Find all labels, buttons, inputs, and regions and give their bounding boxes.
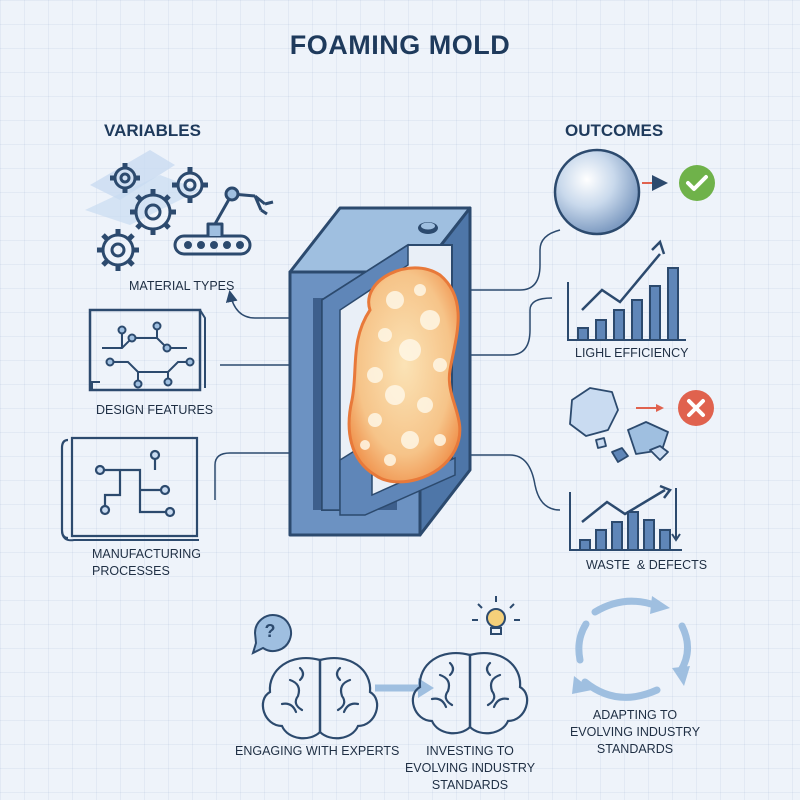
cross-icon (678, 390, 714, 426)
gear-teeth (97, 163, 208, 271)
gears-illustration (85, 150, 274, 271)
brain-icon (261, 657, 379, 740)
brain-icon (411, 652, 529, 735)
waste-defects-label: WASTE & DEFECTS (586, 558, 708, 572)
outcomes-heading: OUTCOMES (565, 121, 664, 140)
foaming-mold-illustration (288, 206, 472, 537)
connector-lines (214, 229, 561, 511)
manufacturing-processes-label: MANUFACTURING PROCESSES (92, 547, 202, 578)
question-mark: ? (265, 621, 276, 641)
lightbulb-icon (472, 596, 520, 635)
variables-heading: VARIABLES (104, 121, 201, 140)
page-title: FOAMING MOLD (289, 30, 511, 60)
cycle-arrows-icon (575, 597, 691, 701)
engaging-experts-label: ENGAGING WITH EXPERTS (235, 744, 400, 758)
check-icon (679, 165, 715, 201)
robot-arm-icon (173, 186, 274, 256)
bar-chart-icon (569, 484, 682, 551)
bar-chart-icon (567, 239, 686, 341)
investing-standards-label: INVESTING TO EVOLVING INDUSTRY STANDARDS (404, 744, 536, 792)
arrow-head (418, 678, 434, 698)
adapting-standards-label: ADAPTING TO EVOLVING INDUSTRY STANDARDS (569, 708, 701, 756)
question-bubble-icon: ? (251, 614, 292, 655)
blueprint-icon (60, 436, 199, 542)
cycle-arrow-heads (572, 596, 690, 694)
light-efficiency-label: LIGHL EFFICIENCY (575, 346, 689, 360)
sphere-icon (553, 148, 641, 236)
material-types-label: MATERIAL TYPES (129, 279, 235, 293)
design-features-label: DESIGN FEATURES (96, 403, 214, 417)
circuit-diagram-icon (88, 308, 206, 392)
rubble-icon (569, 387, 669, 463)
